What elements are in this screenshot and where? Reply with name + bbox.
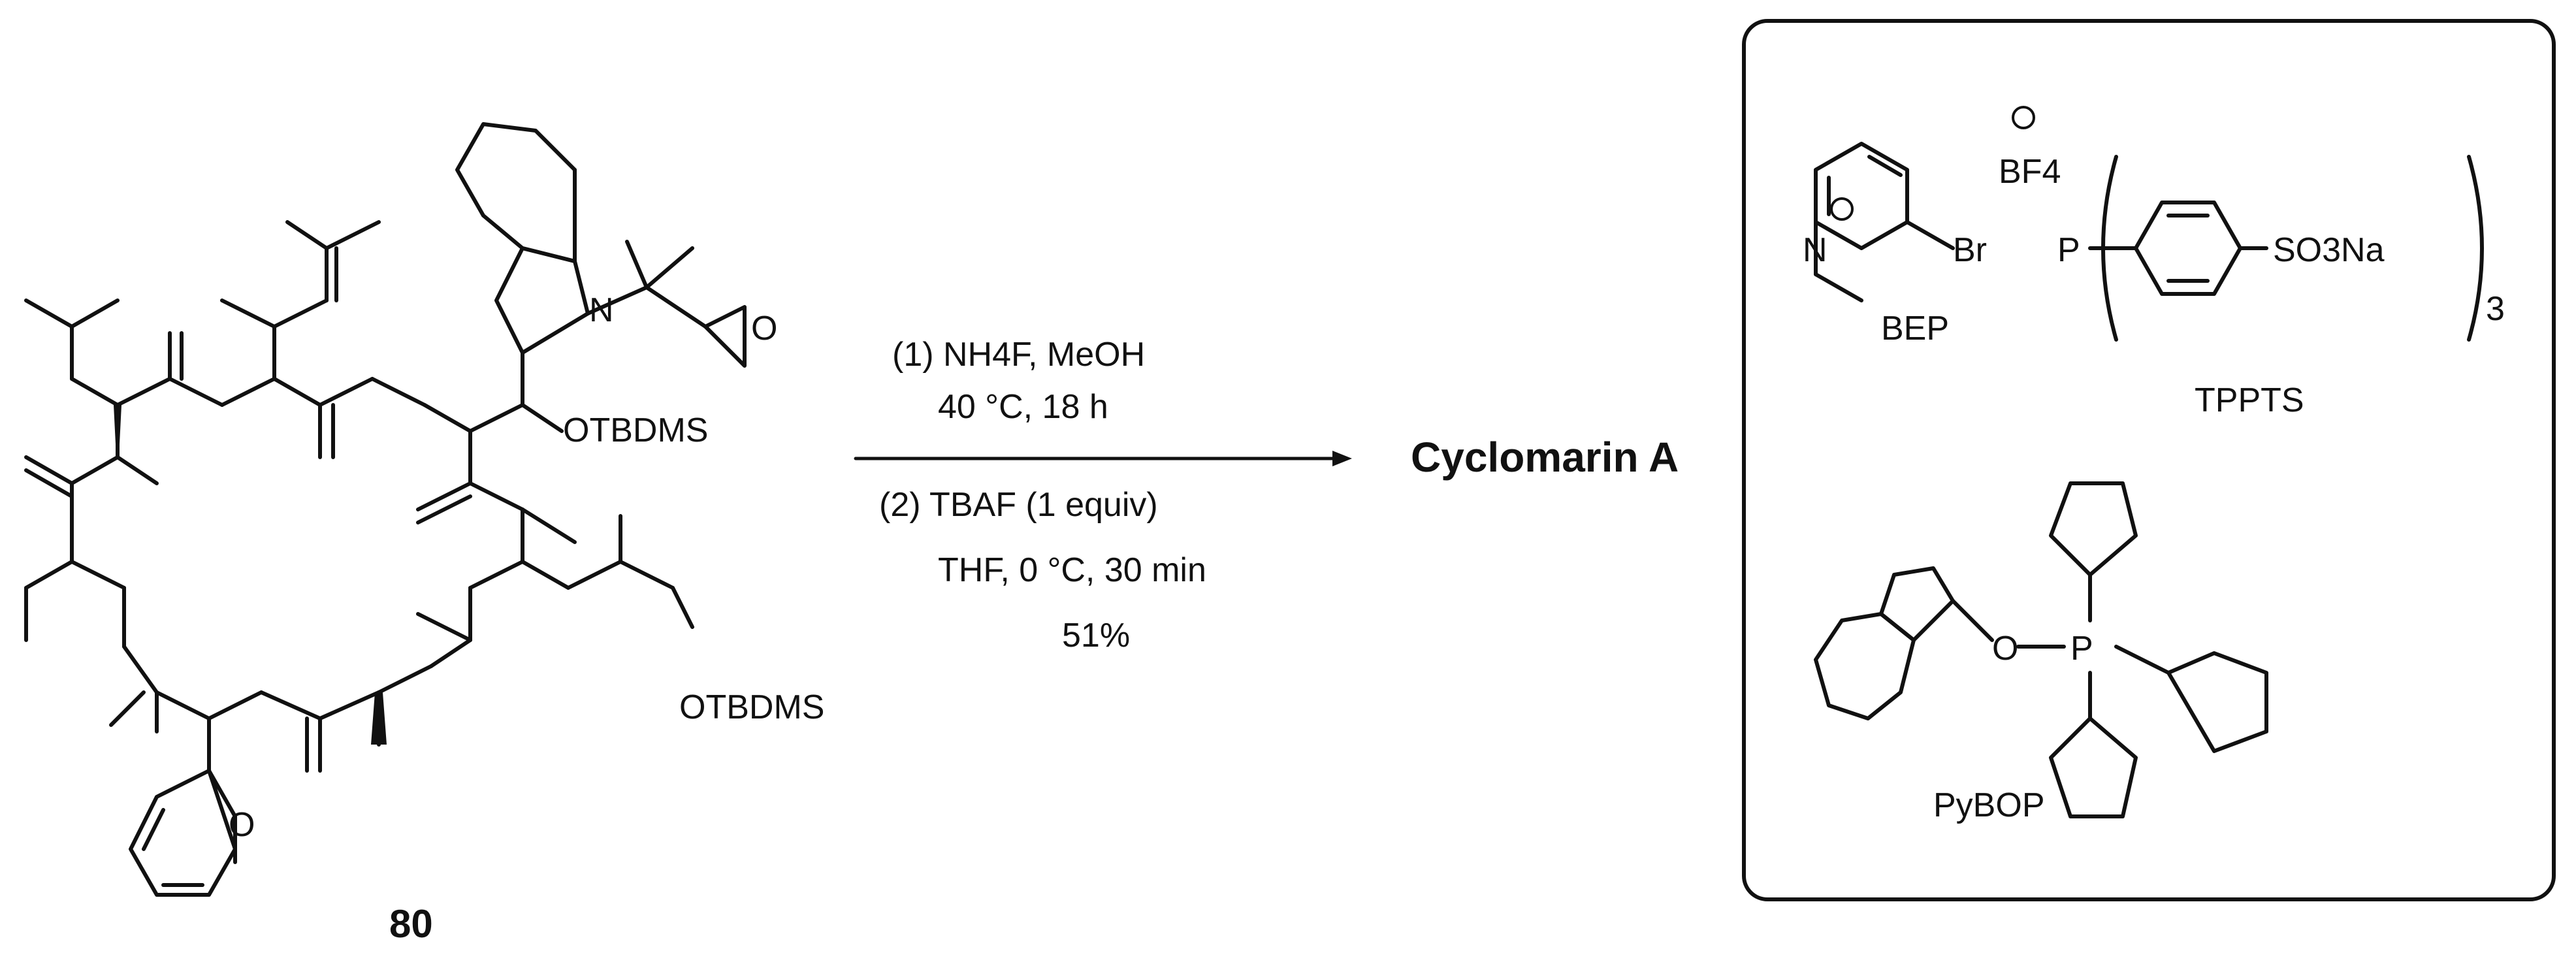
bep-nitrogen: N — [1803, 231, 1827, 269]
otbdms-bottom-label: OTBDMS — [679, 688, 824, 726]
step2-line2: THF, 0 °C, 30 min — [938, 551, 1206, 589]
methoxy-o-label: O — [229, 806, 255, 844]
bep-label: BEP — [1881, 310, 1949, 347]
compound-80-label: 80 — [389, 902, 433, 946]
yield-text: 51% — [1062, 617, 1130, 654]
compound-80-structure — [24, 122, 747, 897]
indole-n-label: N — [589, 291, 614, 329]
pybop-o: O — [1992, 630, 2018, 668]
bep-counterion: BF4 — [1999, 153, 2061, 191]
step2-line1: (2) TBAF (1 equiv) — [879, 486, 1158, 524]
tppts-p: P — [2057, 231, 2080, 269]
bep-structure — [1814, 142, 1955, 302]
tppts-label: TPPTS — [2195, 381, 2304, 419]
step1-line1: (1) NH4F, MeOH — [892, 336, 1145, 374]
pybop-label: PyBOP — [1933, 786, 2045, 824]
otbdms-top-label: OTBDMS — [563, 411, 708, 449]
epoxide-o-label: O — [751, 310, 777, 347]
tppts-structure — [2088, 155, 2484, 342]
product-name: Cyclomarin A — [1411, 434, 1679, 481]
arrow-head — [1332, 451, 1352, 466]
tppts-subscript: 3 — [2486, 290, 2505, 328]
pybop-structure — [1814, 481, 2268, 818]
pybop-p: P — [2070, 630, 2093, 668]
step1-line2: 40 °C, 18 h — [938, 388, 1108, 426]
minus-charge-icon — [2012, 106, 2035, 129]
bep-bromine: Br — [1953, 231, 1987, 269]
reagents-box — [1742, 19, 2556, 901]
tppts-group: SO3Na — [2273, 231, 2385, 269]
